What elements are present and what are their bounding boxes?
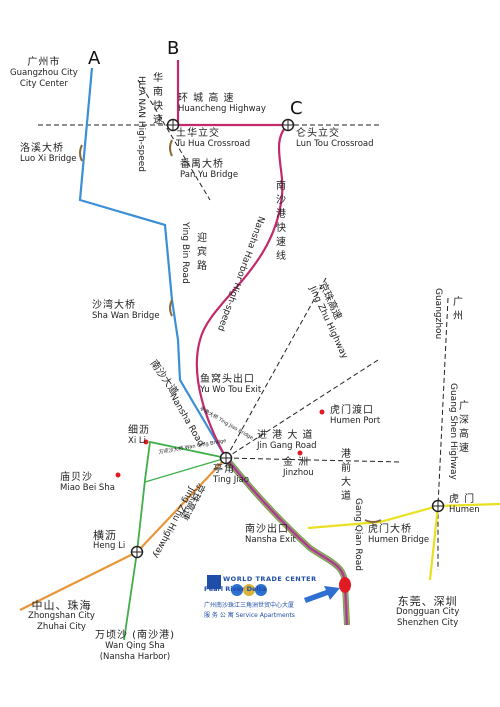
yellow-road xyxy=(307,502,500,530)
nansha-road-pink xyxy=(225,457,348,626)
road-guangzhou-zh: 广州 xyxy=(453,297,463,322)
label-hengli: 横沥 Heng Li xyxy=(93,529,126,551)
panyu-bridge-mark xyxy=(169,139,173,157)
wtc-logo: WORLD TRADE CENTER Pearl River Delta 广州南… xyxy=(200,573,330,625)
road-yingbin-zh: 迎宾路 xyxy=(197,233,207,272)
label-tuhua: 土华立交 Tu Hua Crossroad xyxy=(176,128,251,149)
route-c-line xyxy=(195,124,289,459)
label-panyu: 番禺大桥 Pan Yu Bridge xyxy=(180,159,239,180)
humen-bridge-mark xyxy=(364,519,382,523)
green-road xyxy=(123,440,227,641)
miaobeisha-dot xyxy=(115,472,121,478)
label-tingjiao: 亭角 Ting Jiao xyxy=(213,464,250,485)
label-zhongshan: 中山、珠海 Zhongshan City Zhuhai City xyxy=(28,599,95,632)
label-yuwotou: 鱼窝头出口 Yu Wo Tou Exit xyxy=(200,374,262,395)
route-c-label: C xyxy=(290,98,303,119)
wtc-arrow-icon xyxy=(304,586,340,603)
label-nanshaexit: 南沙出口 Nansha Exit xyxy=(245,524,296,545)
wtc-logo-title: WORLD TRADE CENTER xyxy=(223,575,317,583)
road-yingbin-en: Ying Bin Road xyxy=(180,222,190,284)
jinzhou-dot xyxy=(297,450,303,456)
road-ganggian-zh: 港前大道 xyxy=(341,449,351,502)
label-luoxi: 洛溪大桥 Luo Xi Bridge xyxy=(20,143,77,164)
label-guangzhou: 广州市 Guangzhou City City Center xyxy=(10,57,78,89)
wtc-location-marker xyxy=(339,577,351,593)
label-humenbridge: 虎门大桥 Humen Bridge xyxy=(368,524,430,545)
humenport-dot xyxy=(319,409,325,415)
wtc-logo-line1: 广州南沙珠江三角洲世贸中心大厦 xyxy=(204,602,295,609)
route-a-label: A xyxy=(88,48,101,69)
label-humen: 虎 门 Humen xyxy=(449,494,480,515)
wtc-logo-line2: 服 务 公 寓 Service Apartments xyxy=(204,612,295,619)
shawan-bridge-mark xyxy=(169,299,173,317)
label-dongguan: 东莞、深圳 Dongguan City Shenzhen City xyxy=(396,595,460,628)
road-guangshen-en: Guang Shen Highway xyxy=(448,383,458,480)
xili-dot xyxy=(143,439,149,445)
yellow-road-south xyxy=(428,505,440,581)
green-road-branch xyxy=(144,457,227,483)
route-b-label: B xyxy=(167,38,180,59)
label-luntou: 仑头立交 Lun Tou Crossroad xyxy=(296,128,374,149)
luoxi-bridge-mark xyxy=(79,144,83,162)
jingzhu-branch-line xyxy=(225,359,379,459)
wtc-logo-icon xyxy=(207,575,267,596)
road-ganggian-en: Gang Qian Road xyxy=(353,498,363,572)
label-humenport: 虎门渡口 Humen Port xyxy=(330,405,381,426)
label-wanqingsha: 万顷沙 (南沙港) Wan Qing Sha (Nansha Harbor) xyxy=(95,630,175,662)
label-huancheng: 环 城 高 速 Huancheng Highway xyxy=(178,93,266,114)
jingang-road-line xyxy=(225,457,401,463)
label-shawan: 沙湾大桥 Sha Wan Bridge xyxy=(92,300,160,321)
road-guangshen-zh: 广深高速 xyxy=(459,401,469,454)
label-jinzhou: 金 洲 Jinzhou xyxy=(283,457,314,478)
label-xili: 细沥 Xi Li xyxy=(128,425,150,446)
road-huanan-en: HUA NAN High-speed xyxy=(136,76,146,172)
wtc-logo-sub: Pearl River Delta xyxy=(204,585,267,593)
jingzhu-highway-line xyxy=(225,277,327,459)
label-miaobeisha: 庙贝沙 Miao Bei Sha xyxy=(60,472,115,493)
road-huanan-zh: 华南快速 xyxy=(153,73,163,126)
label-jingang: 进 港 大 道 Jin Gang Road xyxy=(257,430,317,451)
road-nanshagang-zh: 南沙港快速线 xyxy=(276,181,286,262)
road-guangzhou-en: Guangzhou xyxy=(433,288,443,340)
huanan-highspeed-line xyxy=(137,79,211,201)
